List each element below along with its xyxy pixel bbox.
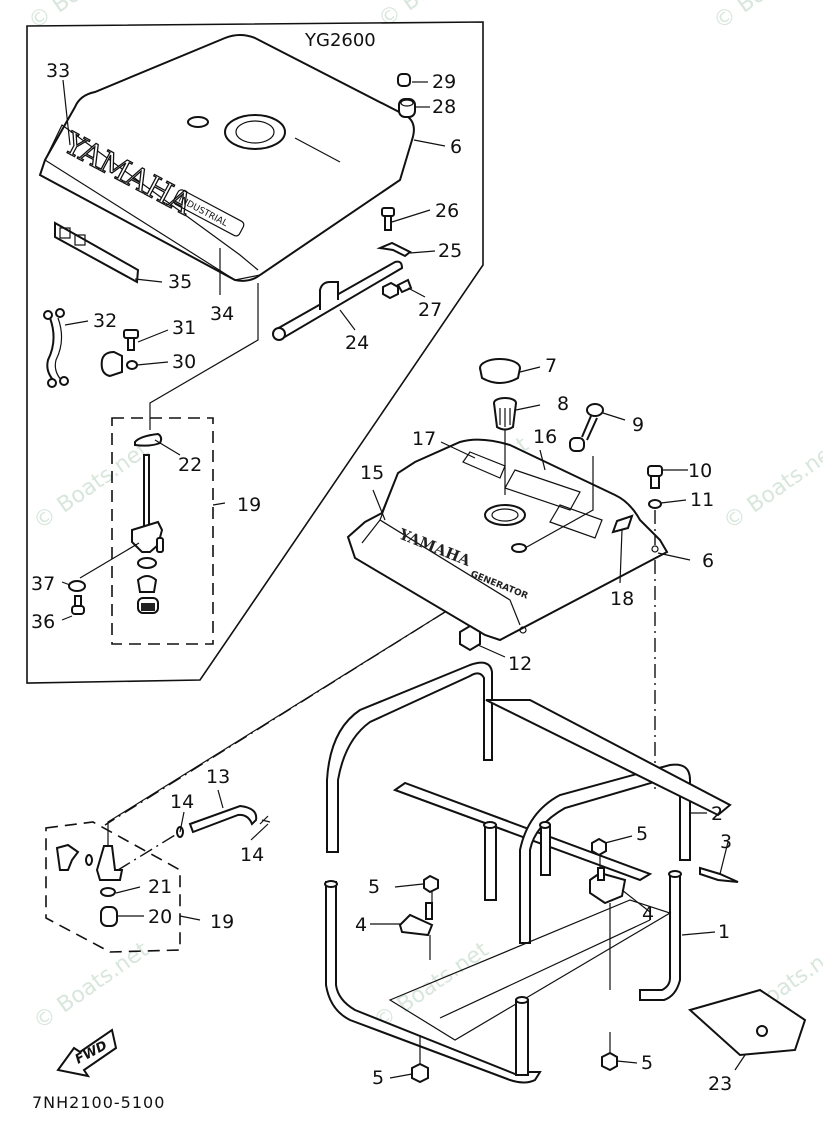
- watermark: © Boats.net: [29, 437, 154, 535]
- handle-rod-24-part: [272, 260, 404, 341]
- callout-5-lower-right: 5: [641, 1052, 653, 1074]
- pin-3-part: [699, 866, 739, 883]
- nut-5d-part: [601, 1051, 618, 1072]
- clamp-32-part: [43, 308, 69, 388]
- bolt-26-part: [381, 207, 395, 231]
- leader: [149, 283, 259, 430]
- callout-8: 8: [557, 393, 569, 415]
- bolt-36-part: [71, 595, 85, 615]
- callout-1: 1: [718, 921, 730, 943]
- callout-labels: 33 29 28 6 26 25 27 24 35 34 32 31 30 22…: [31, 60, 732, 1095]
- callout-leaders: [61, 79, 746, 1079]
- watermark: © Boats.net: [374, 0, 499, 33]
- top-cover-part: YAMAHA INDUSTRIAL: [38, 34, 415, 282]
- callout-9: 9: [632, 414, 644, 436]
- callout-37: 37: [31, 573, 55, 595]
- model-label: YG2600: [304, 30, 376, 51]
- callout-26: 26: [435, 200, 459, 222]
- grommet-28-part: [398, 98, 416, 118]
- callout-20: 20: [148, 906, 172, 928]
- callout-35: 35: [168, 271, 192, 293]
- callout-28: 28: [432, 96, 456, 118]
- washer-11-part: [648, 499, 662, 509]
- washer-37-part: [68, 580, 86, 592]
- callout-29: 29: [432, 71, 456, 93]
- callout-33: 33: [46, 60, 70, 82]
- callout-36: 36: [31, 611, 55, 633]
- watermark: © Boats.net: [24, 0, 149, 35]
- watermark: © Boats.net: [719, 437, 823, 535]
- callout-24: 24: [345, 332, 369, 354]
- mount-4b-part: [589, 867, 627, 905]
- leader: [107, 611, 446, 846]
- fuel-hose-part: [188, 804, 258, 834]
- callout-5-upper-right: 5: [636, 823, 648, 845]
- callout-16: 16: [533, 426, 557, 448]
- alignment-line: [117, 831, 181, 871]
- callout-30: 30: [172, 351, 196, 373]
- fuel-cock-lower-part: [55, 843, 124, 927]
- model-variant-frame: [26, 21, 484, 684]
- leader: [79, 542, 140, 579]
- callout-6-tank: 6: [702, 550, 714, 572]
- callout-10: 10: [688, 460, 712, 482]
- forward-direction-arrow: FWD: [56, 1028, 118, 1078]
- callout-23: 23: [708, 1073, 732, 1095]
- callout-32: 32: [93, 310, 117, 332]
- clip-14b-part: [259, 815, 271, 825]
- fuel-cock-group-box-lower: [45, 821, 181, 953]
- callout-18: 18: [610, 588, 634, 610]
- nut-5c-part: [411, 1062, 429, 1084]
- callout-11: 11: [690, 489, 714, 511]
- callout-25: 25: [438, 240, 462, 262]
- callout-22: 22: [178, 454, 202, 476]
- callout-2: 2: [711, 803, 723, 825]
- watermark: © Boats.net: [369, 937, 494, 1035]
- cover-23-part: [687, 988, 807, 1057]
- grommet-29-part: [397, 73, 411, 87]
- mount-4a-part: [398, 902, 434, 937]
- nut-27-part: [382, 278, 413, 300]
- fuel-gauge-part: [569, 403, 604, 452]
- callout-17: 17: [412, 428, 436, 450]
- callout-6-cover: 6: [450, 136, 462, 158]
- callout-19-lower: 19: [210, 911, 234, 933]
- callout-4-left: 4: [355, 914, 367, 936]
- decal-sheet-part: [54, 221, 140, 284]
- fuel-strainer-part: [493, 397, 517, 431]
- fuel-cock-part: [131, 432, 164, 614]
- clamp-30-part: [100, 350, 138, 378]
- frame-part: [324, 661, 732, 1084]
- callout-14-right: 14: [240, 844, 264, 866]
- watermark: © Boats.net: [709, 0, 823, 35]
- damper-12-part: [459, 624, 481, 652]
- callout-19-upper: 19: [237, 494, 261, 516]
- callout-12: 12: [508, 653, 532, 675]
- bracket-25-part: [376, 241, 412, 258]
- nut-5a-part: [423, 874, 439, 894]
- callout-7: 7: [545, 355, 557, 377]
- bolt-10-part: [647, 465, 663, 489]
- callout-27: 27: [418, 299, 442, 321]
- callout-15: 15: [360, 462, 384, 484]
- nut-5b-part: [591, 837, 607, 857]
- fuel-cap-part: [479, 358, 521, 384]
- drawing-code: 7NH2100-5100: [32, 1093, 165, 1112]
- callout-13: 13: [206, 766, 230, 788]
- callout-21: 21: [148, 876, 172, 898]
- fuel-cock-group-box: [111, 417, 214, 645]
- callout-3: 3: [720, 831, 732, 853]
- callout-34: 34: [210, 303, 234, 325]
- fuel-tank-part: YAMAHA GENERATOR: [346, 438, 669, 642]
- leader: [524, 456, 594, 549]
- callout-5-lower-left: 5: [372, 1067, 384, 1089]
- callout-31: 31: [172, 317, 196, 339]
- callout-5-upper-left: 5: [368, 876, 380, 898]
- callout-4-right: 4: [642, 903, 654, 925]
- callout-14-left: 14: [170, 791, 194, 813]
- bolt-31-part: [123, 329, 139, 351]
